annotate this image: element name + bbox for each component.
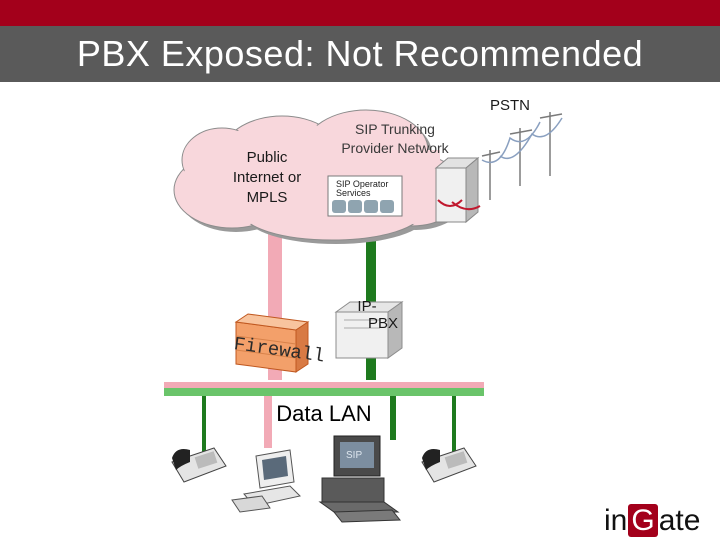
slide-title: PBX Exposed: Not Recommended [76,33,644,74]
logo-part-1: in [604,504,628,537]
top-accent-bar [0,0,720,26]
phone-right-icon [421,447,477,483]
lan-drop-phone-right [452,396,456,452]
lan-bus [164,382,484,396]
sip-trunking-label-line-1: SIP Trunking [355,121,435,137]
logo-part-2: G [628,504,658,537]
pstn-label: PSTN [489,97,530,114]
firewall-icon [234,313,310,373]
logo-part-3: ate [658,504,701,537]
title-bar [0,26,720,82]
lan-drop-phone-left [202,396,206,452]
lan-drop-workstation [390,385,396,440]
sip-workstation-icon [318,435,402,523]
sip-operator-label-2: Services [336,188,371,198]
internet-label-line-2: Internet or [232,169,302,186]
telephone-poles-icon [481,112,563,200]
phone-left-icon [171,447,227,483]
ip-pbx-label-line-1: IP- [357,298,377,315]
internet-label: Public Internet or MPLS [214,148,320,208]
monitor-sip-label: SIP [346,450,362,461]
sip-trunking-label: SIP Trunking Provider Network [322,120,468,158]
ip-pbx-icon [334,301,404,359]
lan-drop-pc [264,396,272,448]
internet-label-line-1: Public [246,149,288,166]
internet-label-line-3: MPLS [246,189,288,206]
sip-operator-label-1: SIP Operator [336,179,388,189]
sip-trunking-label-line-2: Provider Network [341,140,449,156]
ip-pbx-label-line-2: PBX [367,315,398,332]
gateway-server-icon [434,156,481,224]
pc-icon [231,449,302,513]
data-lan-label: Data LAN [276,401,372,426]
sip-operator-services-icon [327,175,403,217]
